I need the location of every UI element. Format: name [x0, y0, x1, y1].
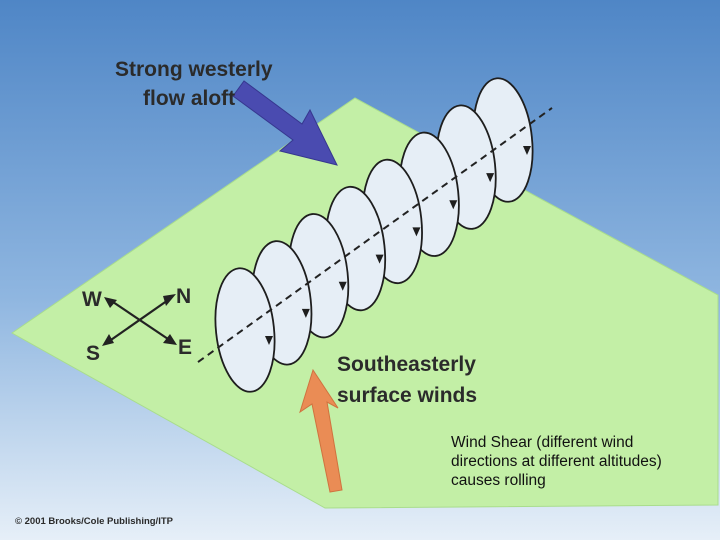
caption-line3: causes rolling: [451, 472, 546, 489]
roll-arrowhead-6: [449, 200, 458, 210]
aloft-wind-arrow: [232, 80, 338, 166]
roll-arrowhead-7: [486, 173, 495, 183]
roll-arrowhead-8: [523, 146, 531, 155]
aloft-label-line2: flow aloft: [143, 87, 235, 110]
surface-label-line1: Southeasterly: [337, 353, 476, 376]
roll-vortices: [214, 77, 534, 393]
roll-arrowhead-3: [338, 281, 347, 291]
caption-line1: Wind Shear (different wind: [451, 434, 634, 451]
compass-label-e: E: [178, 336, 192, 359]
roll-arrowhead-4: [375, 254, 384, 264]
compass-label-s: S: [86, 342, 100, 365]
caption: Wind Shear (different wind directions at…: [451, 433, 711, 490]
roll-axis-line: [197, 107, 553, 363]
aloft-label-line1: Strong westerly: [115, 58, 273, 81]
surface-label-line2: surface winds: [337, 384, 477, 407]
caption-line2: directions at different altitudes): [451, 453, 662, 470]
roll-arrowhead-1: [265, 336, 273, 345]
compass-label-n: N: [176, 285, 191, 308]
compass-rose: [102, 294, 177, 346]
copyright-text: © 2001 Brooks/Cole Publishing/ITP: [15, 516, 174, 527]
surface-wind-arrow: [299, 368, 343, 493]
compass-label-w: W: [82, 288, 102, 311]
roll-arrowhead-2: [301, 308, 310, 318]
roll-arrowhead-5: [412, 227, 421, 237]
roll-vortex-1: [214, 267, 276, 393]
